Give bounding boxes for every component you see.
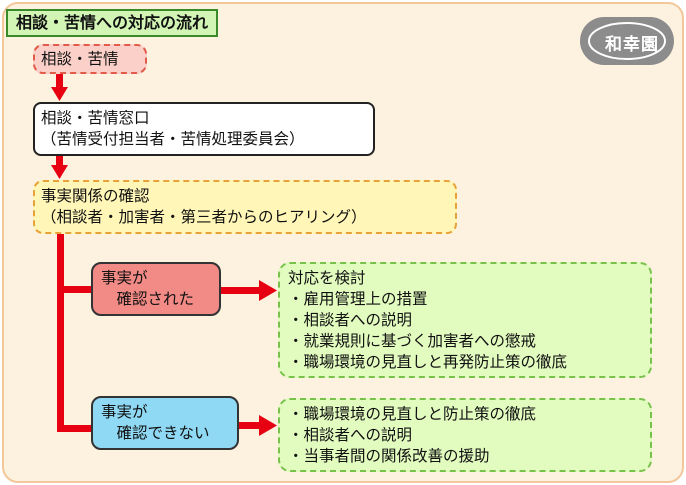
fact-unconfirmed-box: 事実が 確認できない [91,396,239,450]
connector-window-check [56,156,63,166]
action-item: 対応を検討 [288,269,366,287]
arrowhead-down-2 [51,165,68,179]
arrowhead-down-1 [51,87,68,101]
logo-text: 和幸園 [605,35,659,55]
connector-branch-no [57,425,91,432]
unconfirmed-label-1: 事実が [101,403,148,421]
connector-yes-actions [221,287,261,294]
fact-confirmed-box: 事実が 確認された [91,262,221,316]
start-label: 相談・苦情 [41,50,119,68]
check-sublabel: （相談者・加害者・第三者からのヒアリング） [41,208,367,226]
action-item: ・就業規則に基づく加害者への懲戒 [288,332,537,350]
unconfirmed-label-2: 確認できない [101,424,210,442]
unconfirmed-actions-box: ・職場環境の見直しと防止策の徹底 ・相談者への説明 ・当事者間の関係改善の援助 [278,398,652,472]
connector-trunk [57,234,64,432]
action-item: ・雇用管理上の措置 [288,290,428,308]
connector-no-actions [239,422,261,429]
action-item: ・相談者への説明 [288,311,413,329]
window-label: 相談・苦情窓口 [41,109,150,127]
logo-emblem [580,17,674,65]
action-item: ・職場環境の見直しと防止策の徹底 [288,405,537,423]
check-label: 事実関係の確認 [41,187,150,205]
connector-branch-yes [57,286,91,293]
connector-start-window [56,74,63,88]
action-item: ・当事者間の関係改善の援助 [288,447,490,465]
confirmed-label-1: 事実が [101,269,148,287]
consultation-window-box: 相談・苦情窓口 （苦情受付担当者・苦情処理委員会） [33,102,375,156]
confirmed-actions-box: 対応を検討 ・雇用管理上の措置 ・相談者への説明 ・就業規則に基づく加害者への懲… [278,262,652,378]
fact-check-box: 事実関係の確認 （相談者・加害者・第三者からのヒアリング） [33,180,457,234]
page-title: 相談・苦情への対応の流れ [6,9,219,37]
action-item: ・職場環境の見直しと再発防止策の徹底 [288,353,568,371]
action-item: ・相談者への説明 [288,426,413,444]
confirmed-label-2: 確認された [101,290,195,308]
window-sublabel: （苦情受付担当者・苦情処理委員会） [41,130,305,148]
arrowhead-right-1 [259,280,277,301]
arrowhead-right-2 [259,415,277,436]
start-box: 相談・苦情 [33,44,147,74]
